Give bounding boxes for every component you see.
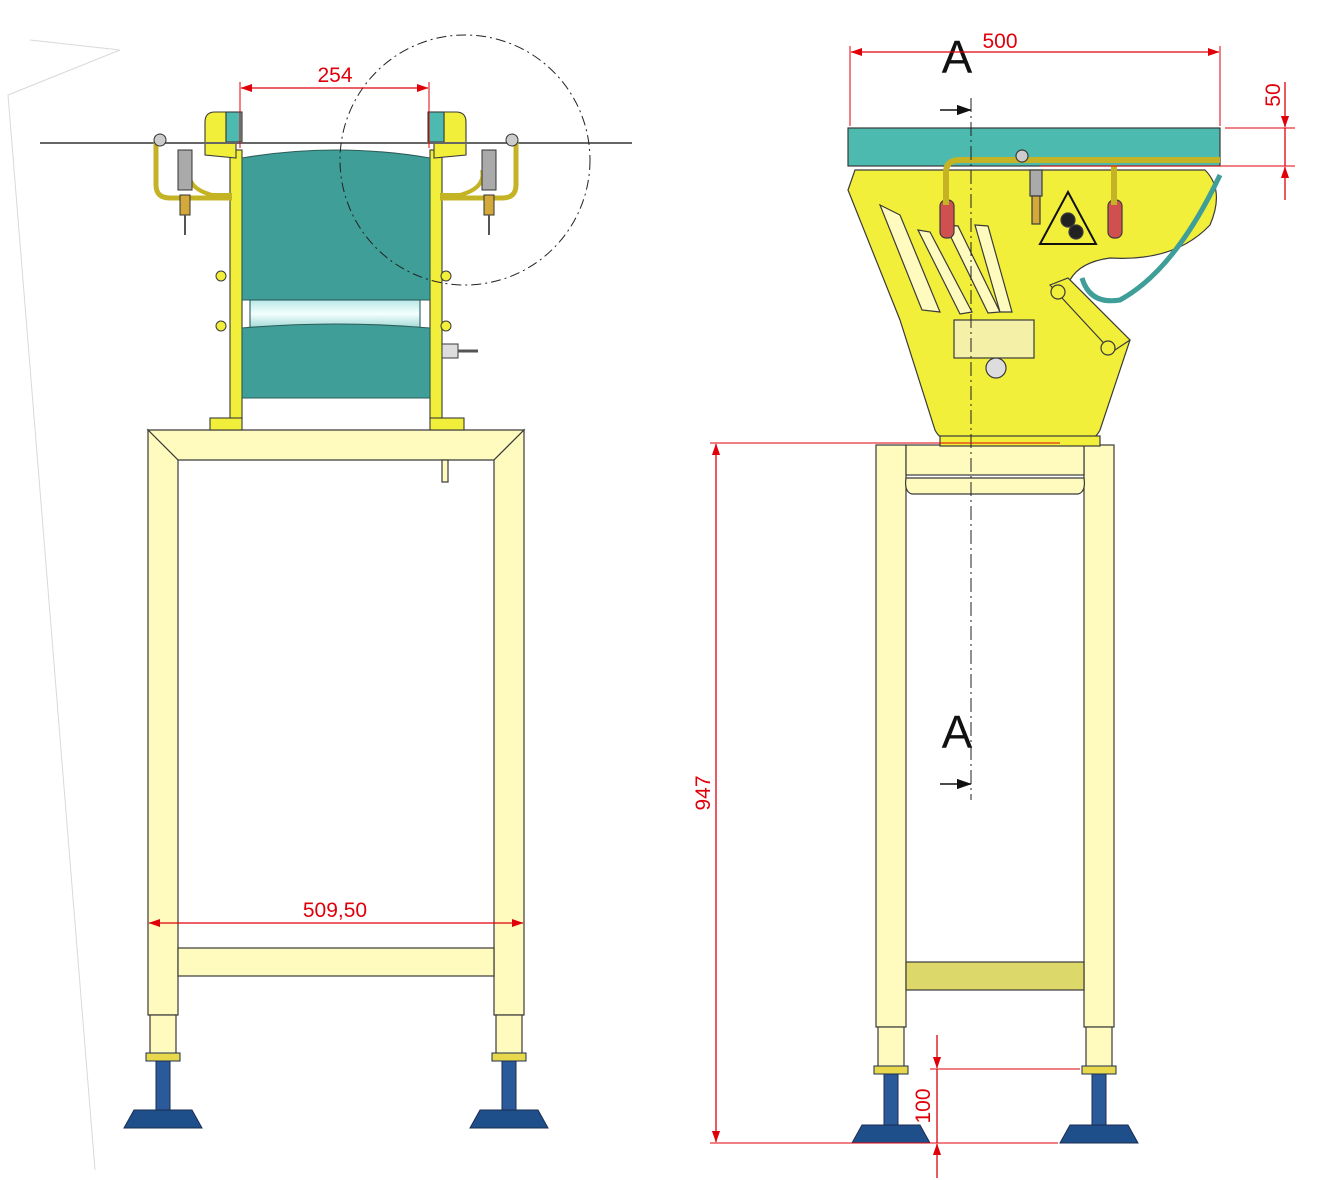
dim-509-label: 509,50 <box>303 899 367 922</box>
front-feet <box>123 1052 549 1129</box>
front-view: 254 509,50 <box>40 34 632 1129</box>
dim-100-label: 100 <box>912 1088 935 1123</box>
dim-frame-width: 509,50 <box>148 899 524 928</box>
dim-254-label: 254 <box>317 64 352 87</box>
dim-overall-width: 500 <box>849 30 1221 126</box>
front-stand <box>146 428 526 1056</box>
section-label-top: A <box>942 31 973 83</box>
dim-947-label: 947 <box>692 775 715 810</box>
side-view: A A 500 50 947 <box>692 30 1295 1178</box>
dim-foot-adjust: 100 <box>912 1035 1080 1178</box>
front-belt <box>241 149 431 399</box>
front-bolts <box>215 270 478 359</box>
side-stand <box>875 444 1115 1070</box>
front-nozzles <box>40 133 632 235</box>
dim-50-label: 50 <box>1262 83 1285 106</box>
front-side-plates <box>209 149 465 431</box>
paper-edge <box>7 39 121 1171</box>
section-line: A A <box>940 31 973 800</box>
detail-circle <box>339 34 591 286</box>
section-label-bottom: A <box>942 706 973 758</box>
dim-top-offset: 50 <box>1040 82 1295 200</box>
side-feet <box>851 1065 1139 1144</box>
side-machine-body <box>847 127 1223 447</box>
front-clamps <box>187 111 485 197</box>
dim-500-label: 500 <box>982 30 1017 53</box>
dim-overall-height: 947 <box>692 442 1060 1144</box>
dim-roller-spacing: 254 <box>239 64 430 148</box>
